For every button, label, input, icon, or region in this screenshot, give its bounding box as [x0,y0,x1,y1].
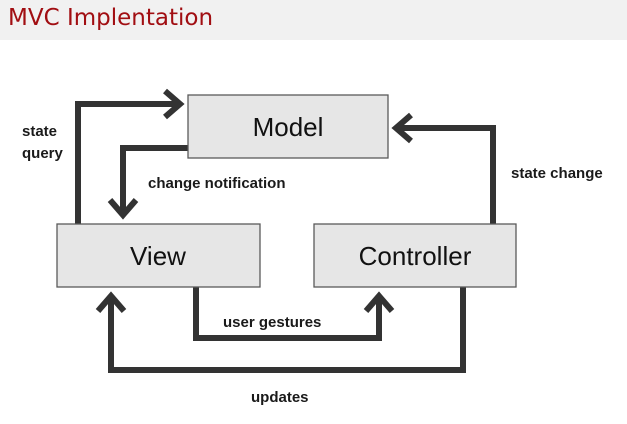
edge-updates-line [108,287,466,373]
edge-state-query-line [75,101,180,224]
node-view-box [56,223,261,288]
edge-user-gestures-line [193,287,382,341]
node-controller-label: Controller [359,241,472,271]
edge-state-change-arrowhead [391,112,413,144]
title-bar: MVC Implentation [0,0,627,40]
edge-updates-arrowhead [95,291,127,313]
edge-state-change-label: state change [511,165,603,182]
node-model-box [187,94,389,159]
edge-state-query: state query [22,88,185,224]
node-view-label: View [130,241,186,271]
edge-change-notification: change notification [107,145,286,220]
edge-state-query-arrowhead [163,88,185,120]
edge-user-gestures-arrowhead [363,291,395,313]
edge-change-notification-arrowhead [107,198,139,220]
node-view: View [56,223,261,288]
edge-change-notification-label: change notification [148,175,286,192]
edge-user-gestures: user gestures [193,287,395,341]
node-controller: Controller [313,223,517,288]
edge-state-change: state change [391,112,603,224]
edge-change-notification-line [120,145,188,215]
edge-state-query-label-line2: query [22,145,64,162]
node-controller-box [313,223,517,288]
edge-updates: updates [95,287,466,406]
edge-state-query-label-line1: state [22,123,57,140]
edge-user-gestures-label: user gestures [223,314,321,331]
slide-title: MVC Implentation [8,5,214,31]
edge-state-change-line [396,125,496,224]
edge-updates-label: updates [251,389,309,406]
node-model-label: Model [253,112,324,142]
node-model: Model [187,94,389,159]
